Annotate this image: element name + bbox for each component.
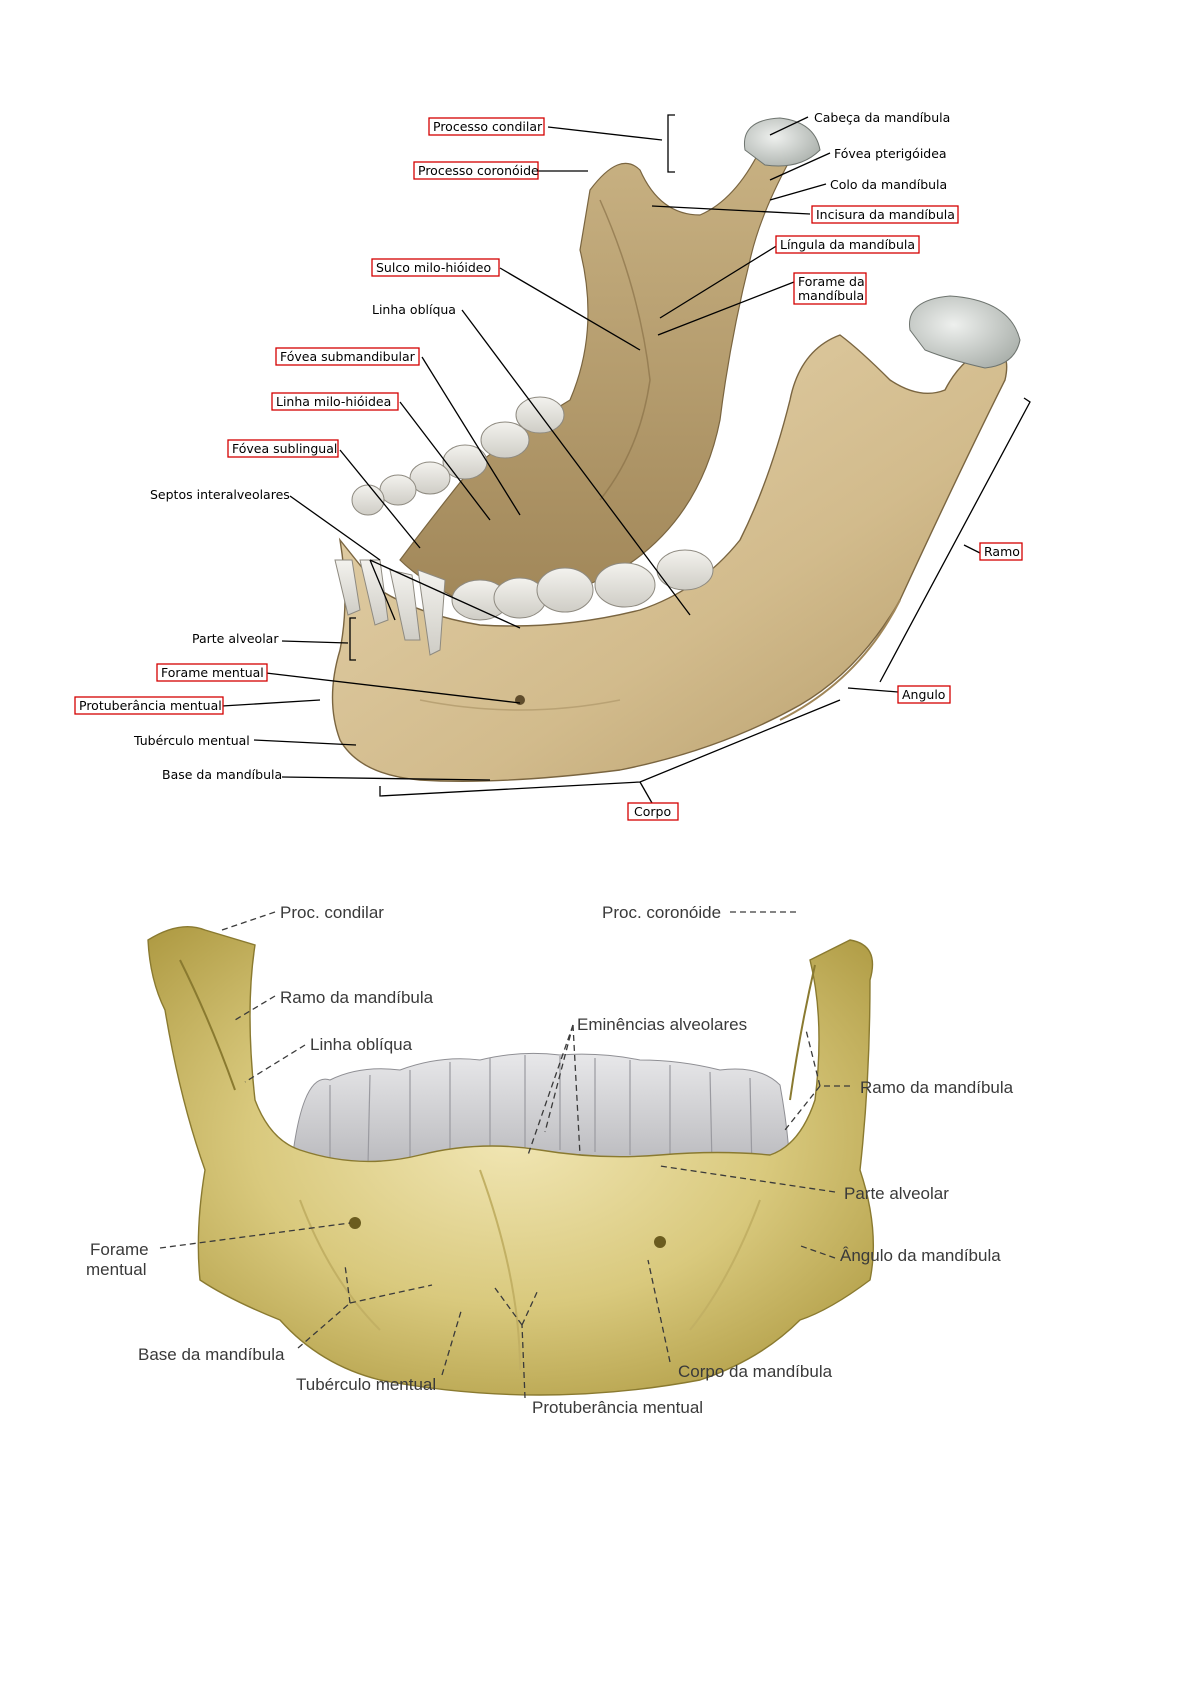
box-processo-condilar [428, 117, 545, 136]
label-fovea-sublingual: Fóvea sublingual [232, 441, 337, 456]
label-base: Base da mandíbula [138, 1345, 285, 1364]
label-protuberancia: Protuberância mentual [532, 1398, 703, 1417]
right-mental-foramen [654, 1236, 666, 1248]
lateral-mandible-svg: Cabeça da mandíbula Processo condilar Fó… [74, 110, 1031, 821]
near-half-mandible [331, 334, 1008, 782]
box-protuberancia [74, 696, 224, 715]
label-ramo: Ramo [984, 544, 1020, 559]
label-processo-coronoide: Processo coronóide [418, 163, 539, 178]
label-forame-mandibula-2: mandíbula [798, 288, 864, 303]
label-cabeca: Cabeça da mandíbula [814, 110, 950, 125]
box-fovea-sublingual [227, 439, 339, 458]
label-eminencias: Eminências alveolares [577, 1015, 747, 1034]
label-tuberculo: Tubérculo mentual [296, 1375, 436, 1394]
anterior-mandible-bone [147, 926, 875, 1396]
box-linha-milo-hioidea [271, 392, 399, 411]
box-incisura [811, 205, 959, 224]
far-half-mandible [399, 149, 791, 616]
box-ramo [979, 542, 1023, 561]
label-fovea-submandibular: Fóvea submandibular [280, 349, 416, 364]
label-parte-alveolar: Parte alveolar [192, 631, 279, 646]
box-corpo [627, 802, 679, 821]
label-protuberancia: Protuberância mentual [79, 698, 222, 713]
label-angulo: Angulo [902, 687, 945, 702]
label-septos: Septos interalveolares [150, 487, 290, 502]
label-forame-mandibula-1: Forame da [798, 274, 865, 289]
anterior-mandible-figure: Proc. condilar Proc. coronóide Ramo da m… [0, 900, 1190, 1683]
anterior-teeth [289, 1052, 791, 1181]
anterior-mandible-svg: Proc. condilar Proc. coronóide Ramo da m… [86, 903, 1014, 1417]
forame-mentual-hole [515, 695, 525, 705]
left-mental-foramen [349, 1217, 361, 1229]
box-sulco-milo-hioideo [371, 258, 500, 277]
box-lingula [775, 235, 920, 254]
box-forame-mandibula [793, 272, 867, 305]
label-linha-obliqua: Linha oblíqua [372, 302, 456, 317]
label-processo-condilar: Processo condilar [433, 119, 543, 134]
label-proc-condilar: Proc. condilar [280, 903, 384, 922]
far-teeth [351, 396, 565, 516]
lateral-mandible-figure: Cabeça da mandíbula Processo condilar Fó… [74, 110, 1031, 821]
label-forame-mentual: Forame mentual [161, 665, 264, 680]
label-proc-coronoide: Proc. coronóide [602, 903, 721, 922]
near-condyle [909, 295, 1021, 369]
label-linha-milo-hioidea: Linha milo-hióidea [276, 394, 391, 409]
label-base: Base da mandíbula [162, 767, 282, 782]
label-angulo: Ângulo da mandíbula [840, 1246, 1001, 1265]
box-processo-coronoide [413, 161, 539, 180]
far-condyle [743, 117, 821, 167]
label-forame-mentual-1: Forame [90, 1240, 149, 1259]
label-fovea-pterigoidea: Fóvea pterigóidea [834, 146, 947, 161]
label-sulco-milo-hioideo: Sulco milo-hióideo [376, 260, 491, 275]
bottom-leader-lines [159, 911, 850, 1399]
top-labels: Cabeça da mandíbula Processo condilar Fó… [74, 110, 1023, 821]
box-fovea-submandibular [275, 347, 420, 366]
label-colo: Colo da mandíbula [830, 177, 947, 192]
label-corpo: Corpo da mandíbula [678, 1362, 833, 1381]
label-tuberculo: Tubérculo mentual [133, 733, 250, 748]
label-lingula: Língula da mandíbula [780, 237, 915, 252]
label-parte-alveolar: Parte alveolar [844, 1184, 949, 1203]
label-corpo: Corpo [634, 804, 671, 819]
label-ramo-dir: Ramo da mandíbula [860, 1078, 1014, 1097]
label-forame-mentual-2: mentual [86, 1260, 146, 1279]
top-leader-lines [221, 114, 1031, 804]
box-angulo [897, 685, 951, 704]
near-teeth [334, 549, 714, 656]
label-ramo-esq: Ramo da mandíbula [280, 988, 434, 1007]
label-linha-obliqua: Linha oblíqua [310, 1035, 413, 1054]
label-incisura: Incisura da mandíbula [816, 207, 955, 222]
bottom-labels: Proc. condilar Proc. coronóide Ramo da m… [86, 903, 1014, 1417]
box-forame-mentual [156, 663, 268, 682]
